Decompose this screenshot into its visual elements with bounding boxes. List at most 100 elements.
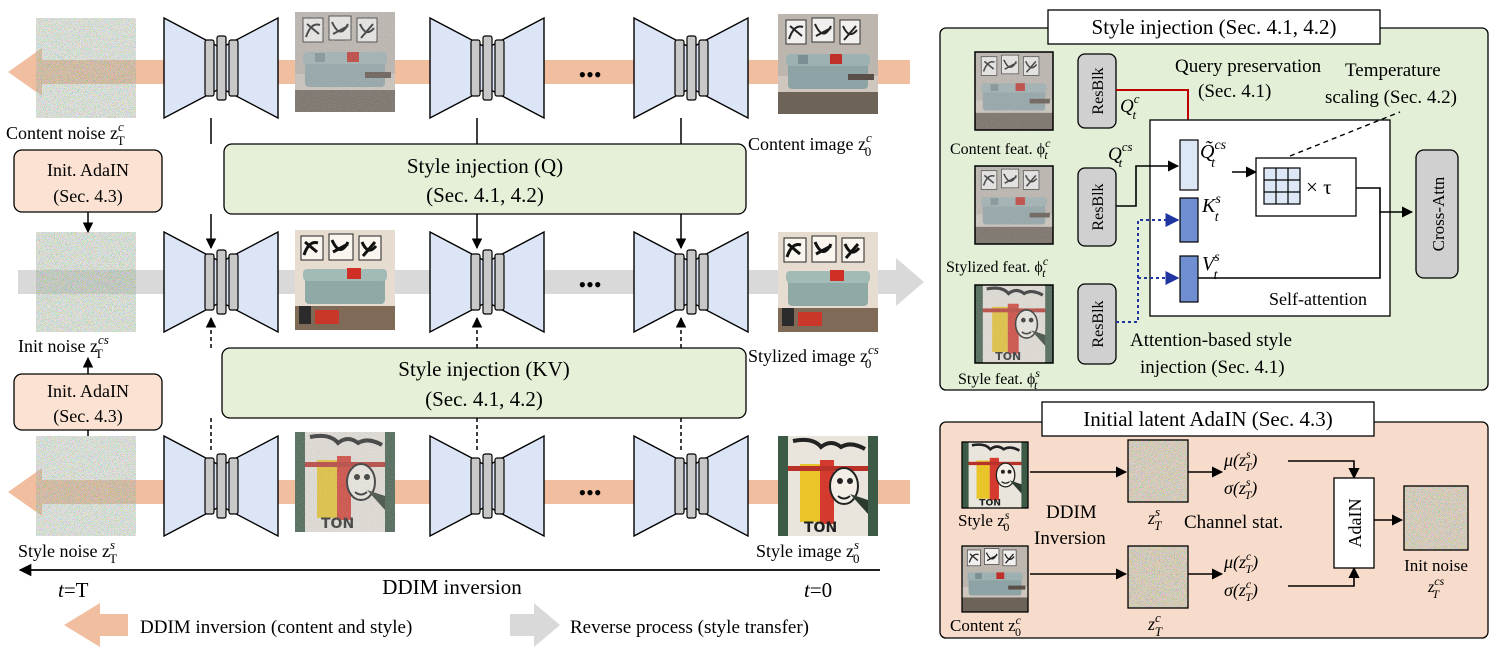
query-preservation-sec: (Sec. 4.1) (1198, 81, 1271, 102)
adain-init-noise-label: Init noise (1404, 556, 1468, 575)
style-intermediate-image (293, 430, 397, 534)
self-attention-label: Self-attention (1269, 289, 1367, 309)
svg-text:ResBlk: ResBlk (1090, 300, 1107, 347)
k-injection-arrow (1116, 213, 1180, 323)
resblk-stylized: ResBlk (1077, 167, 1117, 247)
ddim-label-2: Inversion (1034, 528, 1106, 549)
adain-panel-title: Initial latent AdaIN (Sec. 4.3) (1083, 407, 1333, 431)
unet-bottom-c (633, 434, 749, 538)
style-panel-title: Style injection (Sec. 4.1, 4.2) (1092, 15, 1337, 39)
content-image (777, 13, 879, 115)
attention-to-cross-arrow (1356, 187, 1414, 218)
style-feat-image (973, 283, 1055, 365)
temperature-pointer (1289, 111, 1401, 157)
legend-reverse: Reverse process (style transfer) (510, 603, 809, 647)
resblk-content: ResBlk (1077, 53, 1117, 129)
attention-injection-line1: Attention-based style (1130, 330, 1292, 351)
q-bar (1179, 139, 1199, 191)
svg-text:Style injection (KV): Style injection (KV) (398, 357, 569, 381)
zs-noise-image (1128, 440, 1188, 502)
stylized-feat-image (974, 165, 1054, 245)
ddim-label-1: DDIM (1046, 502, 1097, 523)
svg-text:AdaIN: AdaIN (1345, 499, 1365, 548)
v-to-cross-line (1198, 212, 1381, 279)
ellipsis-bottom: ••• (578, 480, 601, 505)
adain-panel: Initial latent AdaIN (Sec. 4.3) Style zs… (939, 401, 1489, 639)
svg-text:Style injection (Q): Style injection (Q) (407, 154, 563, 178)
stylized-intermediate-image (293, 228, 397, 332)
svg-text:ResBlk: ResBlk (1090, 183, 1107, 230)
style-injection-kv-box: Style injection (KV) (Sec. 4.1, 4.2) (221, 347, 747, 419)
svg-text:(Sec. 4.1, 4.2): (Sec. 4.1, 4.2) (426, 183, 544, 207)
k-bar (1179, 197, 1199, 243)
ellipsis-top: ••• (578, 62, 601, 87)
svg-text:Cross-Attn: Cross-Attn (1429, 176, 1448, 251)
content-intermediate-image (294, 11, 396, 113)
init-adain-box-1: Init. AdaIN (Sec. 4.3) (13, 149, 163, 213)
unet-top-b (429, 16, 545, 120)
adain-block: AdaIN (1333, 477, 1375, 569)
channel-stat-label: Channel stat. (1184, 512, 1283, 533)
svg-text:(Sec. 4.1, 4.2): (Sec. 4.1, 4.2) (425, 387, 543, 411)
style-stats-to-adain (1288, 460, 1360, 480)
unet-middle-a (163, 230, 279, 334)
style-noise-image (36, 436, 136, 536)
stylized-image (776, 230, 880, 334)
style-injection-panel: Style injection (Sec. 4.1, 4.2) Content … (939, 9, 1489, 392)
svg-text:(Sec. 4.3): (Sec. 4.3) (53, 186, 122, 207)
timeline-end: t=0 (804, 578, 832, 602)
content-noise-image (36, 18, 136, 118)
resblk-style: ResBlk (1077, 283, 1117, 365)
content-feat-image (974, 51, 1054, 131)
unet-middle-b (429, 230, 545, 334)
v-bar (1179, 255, 1199, 303)
style-image (776, 434, 880, 538)
svg-text:Reverse process (style transfe: Reverse process (style transfer) (570, 617, 809, 638)
unet-bottom-b (429, 434, 545, 538)
svg-text:Init. AdaIN: Init. AdaIN (47, 160, 129, 180)
unet-top-a (163, 16, 279, 120)
query-preservation-label: Query preservation (1175, 56, 1322, 77)
init-adain-box-2: Init. AdaIN (Sec. 4.3) (13, 373, 163, 431)
cross-attn-block: Cross-Attn (1415, 149, 1459, 279)
style-injection-q-box: Style injection (Q) (Sec. 4.1, 4.2) (223, 143, 747, 215)
adain-content-image (961, 545, 1029, 613)
svg-text:DDIM inversion (content and st: DDIM inversion (content and style) (140, 617, 412, 638)
svg-text:ResBlk: ResBlk (1090, 67, 1107, 114)
init-noise-image (36, 232, 136, 332)
times-tau-label: × τ (1306, 175, 1332, 199)
injection-connectors (205, 118, 687, 452)
svg-text:Init. AdaIN: Init. AdaIN (47, 381, 129, 401)
adain-init-noise-image (1404, 486, 1468, 550)
temperature-sec: scaling (Sec. 4.2) (1325, 87, 1457, 108)
attention-grid-icon (1263, 167, 1301, 205)
ellipsis-middle: ••• (578, 272, 601, 297)
unet-middle-c (633, 230, 749, 334)
adain-style-image (960, 440, 1030, 510)
zc-noise-image (1128, 546, 1188, 608)
unet-top-c (633, 16, 749, 120)
q-cs-arrow (1116, 160, 1180, 207)
content-stats-to-adain (1288, 566, 1360, 587)
svg-text:(Sec. 4.3): (Sec. 4.3) (53, 406, 122, 427)
